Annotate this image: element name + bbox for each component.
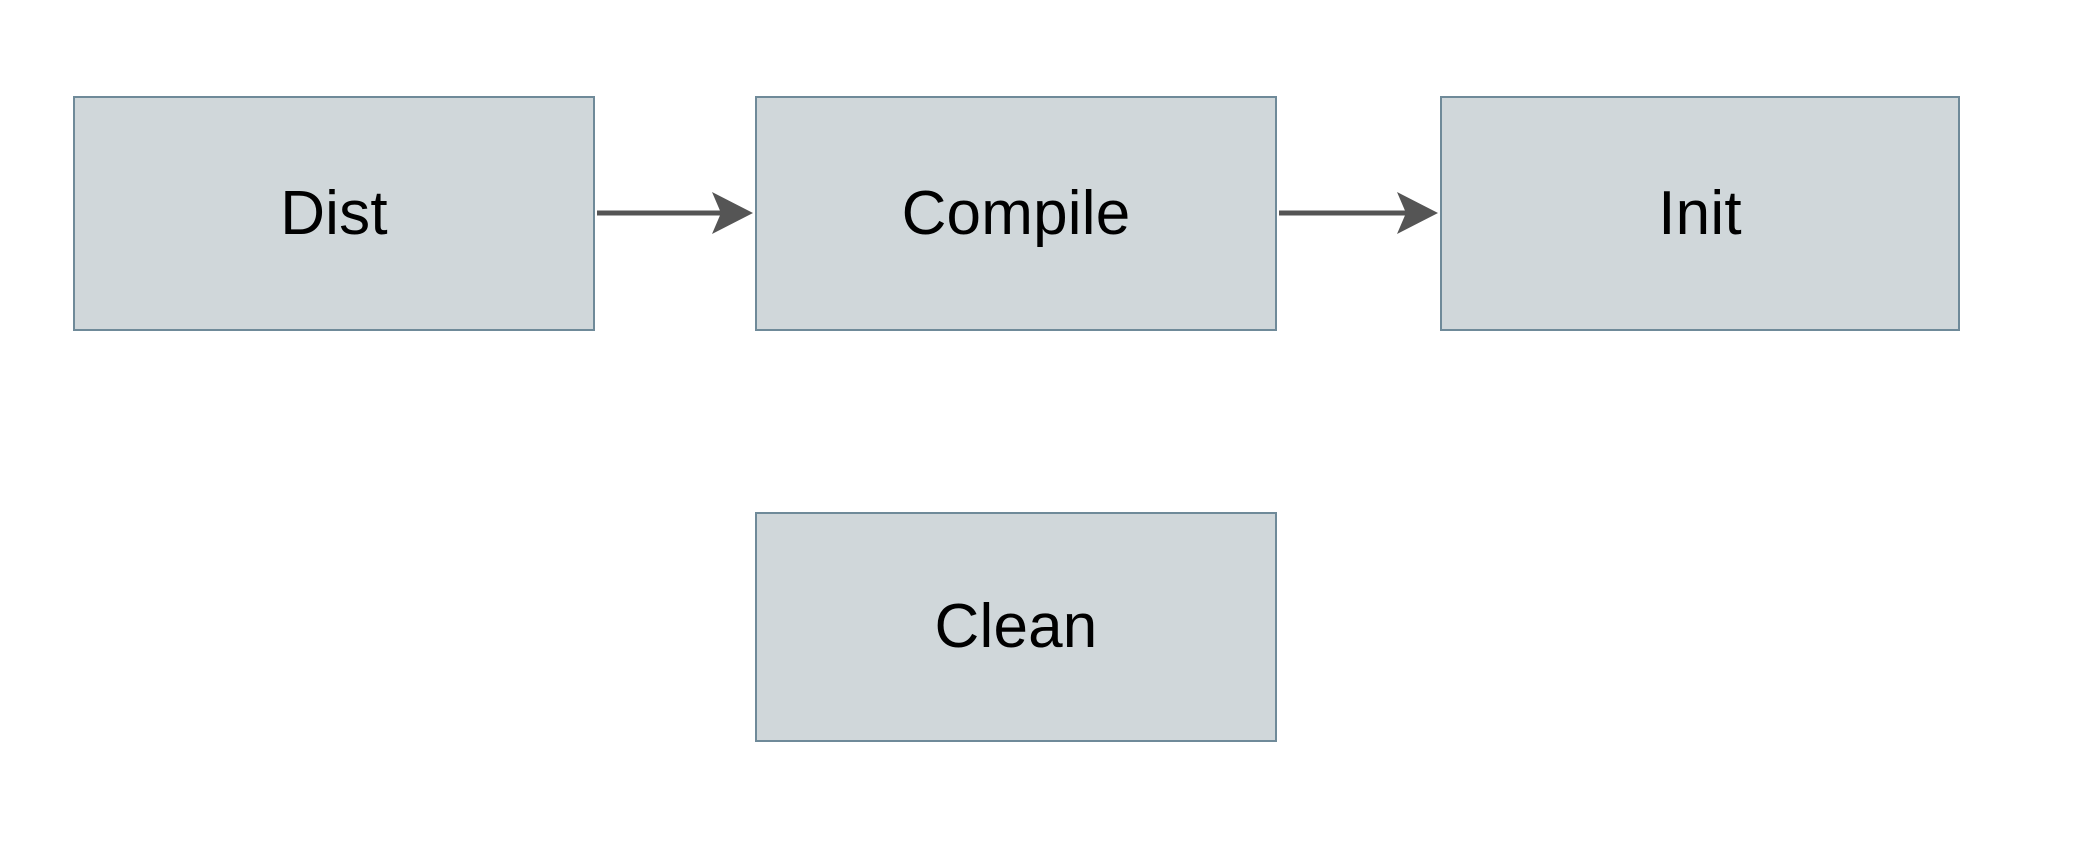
edge-compile-to-init[interactable]	[1279, 192, 1438, 234]
node-dist[interactable]: Dist	[73, 96, 595, 331]
edge-dist-to-compile[interactable]	[597, 192, 753, 234]
node-compile-label: Compile	[901, 178, 1131, 248]
node-clean[interactable]: Clean	[755, 512, 1277, 742]
arrowhead-dist-to-compile	[712, 192, 753, 234]
node-clean-label: Clean	[934, 592, 1098, 661]
node-dist-label: Dist	[280, 178, 388, 248]
node-init[interactable]: Init	[1440, 96, 1960, 331]
node-compile[interactable]: Compile	[755, 96, 1277, 331]
node-init-label: Init	[1658, 178, 1742, 248]
arrowhead-compile-to-init	[1397, 192, 1438, 234]
